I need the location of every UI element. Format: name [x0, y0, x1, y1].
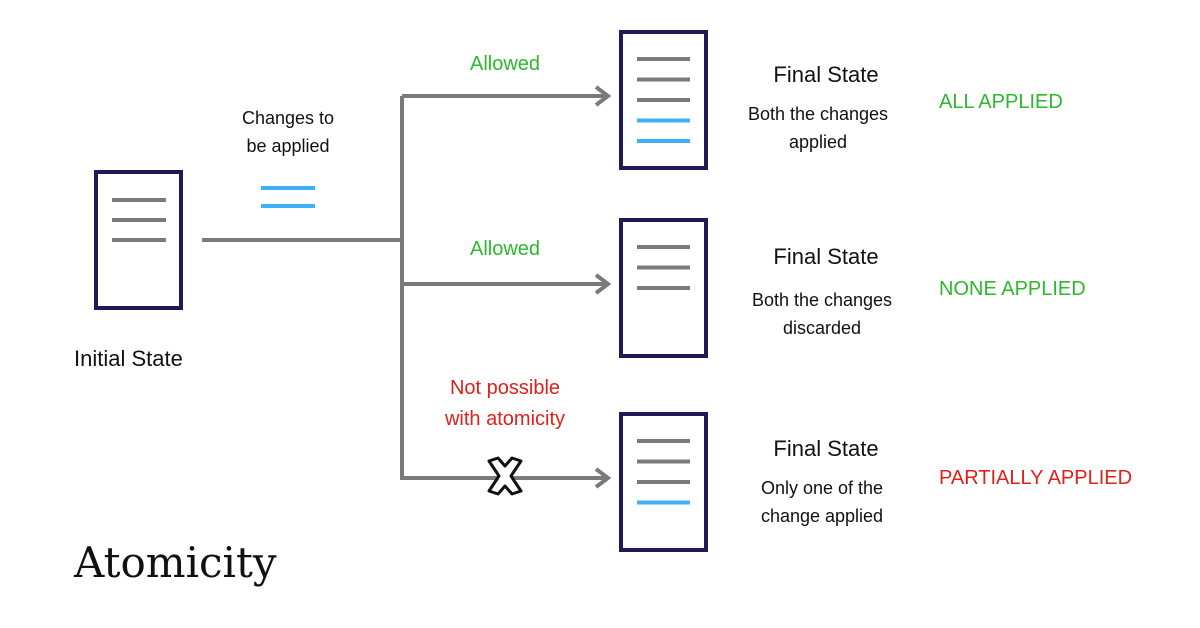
initial-document-frame [94, 170, 183, 310]
branch-2-edge-label: Allowed [470, 238, 540, 261]
changes-to-be-applied-label: Changes to be applied [242, 104, 334, 160]
edge-label-line: with atomicity [444, 408, 566, 430]
branch-3-arrowhead-icon [594, 467, 612, 489]
branch-1-arrowhead-icon [594, 85, 612, 107]
diagram-title: Atomicity [74, 538, 277, 587]
final-description-line: Both the changes [747, 104, 889, 124]
branch-2-final-title: Final State [773, 244, 879, 269]
branch-2-status-label: NONE APPLIED [939, 278, 1086, 300]
changes-label-line-2: be applied [246, 136, 330, 156]
final-document-1-frame [619, 30, 708, 170]
branch-2-final-description: Both the changes discarded [752, 286, 892, 342]
final-description-line: applied [788, 132, 848, 152]
initial-state-label: Initial State [74, 346, 183, 371]
edge-label-line: Allowed [469, 238, 541, 260]
branch-3-final-description: Only one of the change applied [761, 474, 883, 530]
branch-1-status-label: ALL APPLIED [939, 91, 1063, 113]
final-description-line: Both the changes [751, 290, 893, 310]
final-document-3-frame [619, 412, 708, 552]
final-description-line: change applied [760, 506, 884, 526]
edge-label-line: Allowed [469, 53, 541, 75]
final-description-line: Only one of the [760, 478, 884, 498]
branch-3-final-title: Final State [773, 436, 879, 461]
branch-2-arrowhead-icon [594, 273, 612, 295]
branch-1-final-title: Final State [773, 62, 879, 87]
changes-label-line-1: Changes to [241, 108, 335, 128]
branch-3-edge-label: Not possible with atomicity [445, 373, 565, 435]
final-document-3 [619, 412, 708, 552]
branch-3-status-label: PARTIALLY APPLIED [939, 467, 1133, 489]
blocked-x-icon [487, 456, 523, 496]
final-description-line: discarded [782, 318, 862, 338]
initial-document [94, 170, 183, 310]
final-document-2 [619, 218, 708, 358]
final-document-1 [619, 30, 708, 170]
edge-label-line: Not possible [449, 377, 561, 399]
branch-1-edge-label: Allowed [470, 53, 540, 76]
pending-changes-icon [261, 186, 315, 208]
branch-1-final-description: Both the changes applied [748, 100, 888, 156]
final-document-2-frame [619, 218, 708, 358]
